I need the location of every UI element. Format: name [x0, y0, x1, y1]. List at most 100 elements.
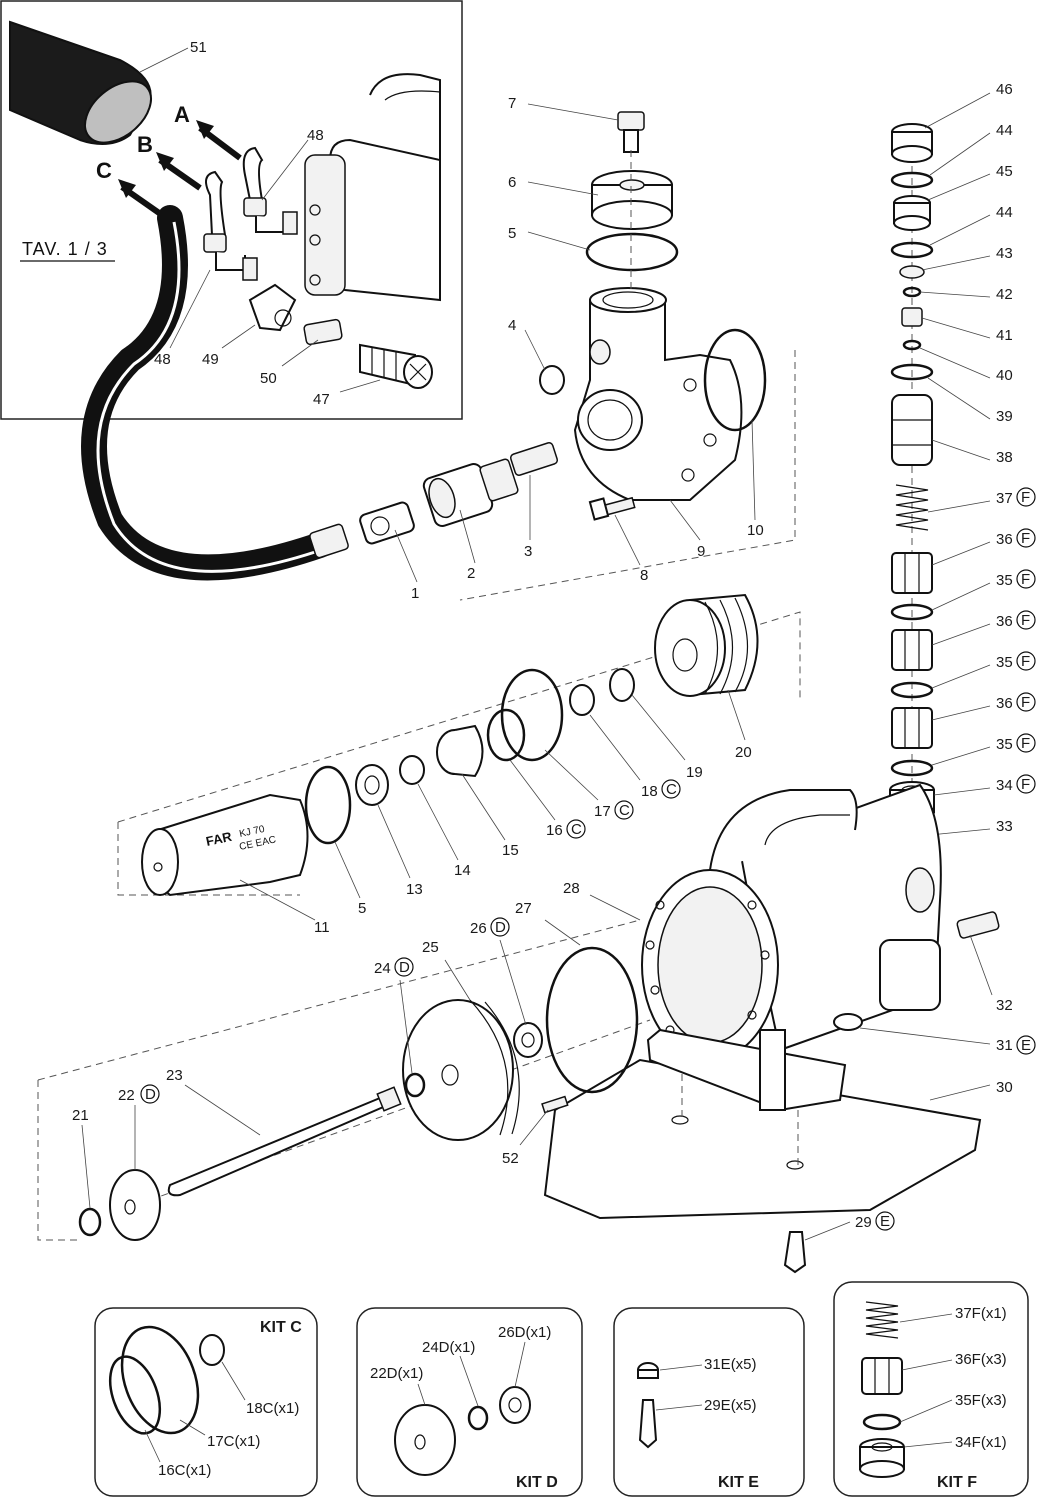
- label-25: 25: [422, 939, 439, 956]
- label-41: 41: [996, 327, 1013, 344]
- kit-f-title: KIT F: [937, 1474, 977, 1491]
- label-32: 32: [996, 997, 1013, 1014]
- label-40: 40: [996, 367, 1013, 384]
- kit-f-item-35f: 35F(x3): [955, 1392, 1007, 1409]
- kit-f-item-36f: 36F(x3): [955, 1351, 1007, 1368]
- label-48-bottom: 48: [154, 351, 171, 368]
- label-30: 30: [996, 1079, 1013, 1096]
- label-27: 27: [515, 900, 532, 917]
- label-14: 14: [454, 862, 471, 879]
- label-35-a: 35: [996, 572, 1013, 589]
- label-31: 31: [996, 1037, 1013, 1054]
- kit-c-item-18c: 18C(x1): [246, 1400, 299, 1417]
- circled-f-37: F: [1021, 489, 1030, 506]
- label-28: 28: [563, 880, 580, 897]
- circled-f-35c: F: [1021, 735, 1030, 752]
- label-43: 43: [996, 245, 1013, 262]
- circled-d-26: D: [495, 919, 506, 936]
- label-1: 1: [411, 585, 419, 602]
- arrow-label-a: A: [174, 102, 190, 127]
- kit-f-panel: KIT F 37F(x1) 36F(x3) 35F(x3) 34F(x1): [833, 1281, 1029, 1497]
- label-7: 7: [508, 95, 516, 112]
- kit-d-panel: KIT D 26D(x1) 24D(x1) 22D(x1): [356, 1307, 583, 1497]
- circled-f-36a: F: [1021, 530, 1030, 547]
- label-33: 33: [996, 818, 1013, 835]
- label-44-a: 44: [996, 122, 1013, 139]
- circled-c-16: C: [571, 821, 582, 838]
- label-49: 49: [202, 351, 219, 368]
- circled-f-34: F: [1021, 776, 1030, 793]
- label-35-c: 35: [996, 736, 1013, 753]
- label-22: 22: [118, 1087, 135, 1104]
- kit-e-item-31e: 31E(x5): [704, 1356, 757, 1373]
- kit-f-item-34f: 34F(x1): [955, 1434, 1007, 1451]
- label-38: 38: [996, 449, 1013, 466]
- label-6: 6: [508, 174, 516, 191]
- label-36-b: 36: [996, 613, 1013, 630]
- tank-base-assembly: 32 31 E 30 29 E 28: [543, 783, 1036, 1274]
- label-10: 10: [747, 522, 764, 539]
- piston-assembly: 27 26 D 25 24 D 23 22 D 21 52: [37, 900, 651, 1241]
- circled-d-22: D: [145, 1086, 156, 1103]
- circled-e-31: E: [1021, 1037, 1031, 1054]
- label-26: 26: [470, 920, 487, 937]
- label-47: 47: [313, 391, 330, 408]
- label-36-a: 36: [996, 531, 1013, 548]
- right-column-valve-stack: 46 44 45 44 43 42 41 40 39 38 37 F 36 F …: [889, 81, 1036, 880]
- label-20: 20: [735, 744, 752, 761]
- kit-d-title: KIT D: [516, 1474, 558, 1491]
- kit-c-panel: KIT C 18C(x1) 17C(x1) 16C(x1): [94, 1307, 318, 1497]
- label-46: 46: [996, 81, 1013, 98]
- circled-f-35b: F: [1021, 653, 1030, 670]
- label-51: 51: [190, 39, 207, 56]
- label-16: 16: [546, 822, 563, 839]
- kit-c-title: KIT C: [260, 1319, 302, 1336]
- brand-marking: FAR: [205, 829, 234, 849]
- circled-c-17: C: [619, 802, 630, 819]
- label-18: 18: [641, 783, 658, 800]
- label-29: 29: [855, 1214, 872, 1231]
- label-2: 2: [467, 565, 475, 582]
- label-36-c: 36: [996, 695, 1013, 712]
- inset-title: TAV. 1 / 3: [22, 239, 108, 259]
- kit-f-item-37f: 37F(x1): [955, 1305, 1007, 1322]
- circled-f-36c: F: [1021, 694, 1030, 711]
- kit-d-item-26d: 26D(x1): [498, 1324, 551, 1341]
- valve-body-assembly: 7 6 5 4 3 2 1 8 9 10: [309, 95, 796, 602]
- label-34: 34: [996, 777, 1013, 794]
- arrow-label-c: C: [96, 158, 112, 183]
- label-45: 45: [996, 163, 1013, 180]
- label-23: 23: [166, 1067, 183, 1084]
- label-48-top: 48: [307, 127, 324, 144]
- label-17: 17: [594, 803, 611, 820]
- middle-filter-assembly: FAR KJ 70 CE EAC 20 19 18 C 17 C 16 C 15…: [117, 593, 801, 936]
- label-50: 50: [260, 370, 277, 387]
- kit-d-item-22d: 22D(x1): [370, 1365, 423, 1382]
- label-8: 8: [640, 567, 648, 584]
- label-9: 9: [697, 543, 705, 560]
- circled-d-24: D: [399, 959, 410, 976]
- label-35-b: 35: [996, 654, 1013, 671]
- label-15: 15: [502, 842, 519, 859]
- hose: [81, 205, 333, 581]
- kit-c-item-16c: 16C(x1): [158, 1462, 211, 1479]
- label-13: 13: [406, 881, 423, 898]
- kit-e-panel: KIT E 31E(x5) 29E(x5): [613, 1307, 805, 1497]
- kit-e-title: KIT E: [718, 1474, 759, 1491]
- label-44-b: 44: [996, 204, 1013, 221]
- label-11: 11: [314, 919, 330, 936]
- label-3: 3: [524, 543, 532, 560]
- label-4: 4: [508, 317, 516, 334]
- kit-c-item-17c: 17C(x1): [207, 1433, 260, 1450]
- label-5-top: 5: [508, 225, 516, 242]
- label-42: 42: [996, 286, 1013, 303]
- label-39: 39: [996, 408, 1013, 425]
- circled-f-35a: F: [1021, 571, 1030, 588]
- inset-panel: A B C TAV. 1 / 3 51 48 48 49 50 47: [0, 0, 463, 420]
- label-19: 19: [686, 764, 703, 781]
- label-24: 24: [374, 960, 391, 977]
- kit-e-item-29e: 29E(x5): [704, 1397, 757, 1414]
- label-52: 52: [502, 1150, 519, 1167]
- label-37: 37: [996, 490, 1013, 507]
